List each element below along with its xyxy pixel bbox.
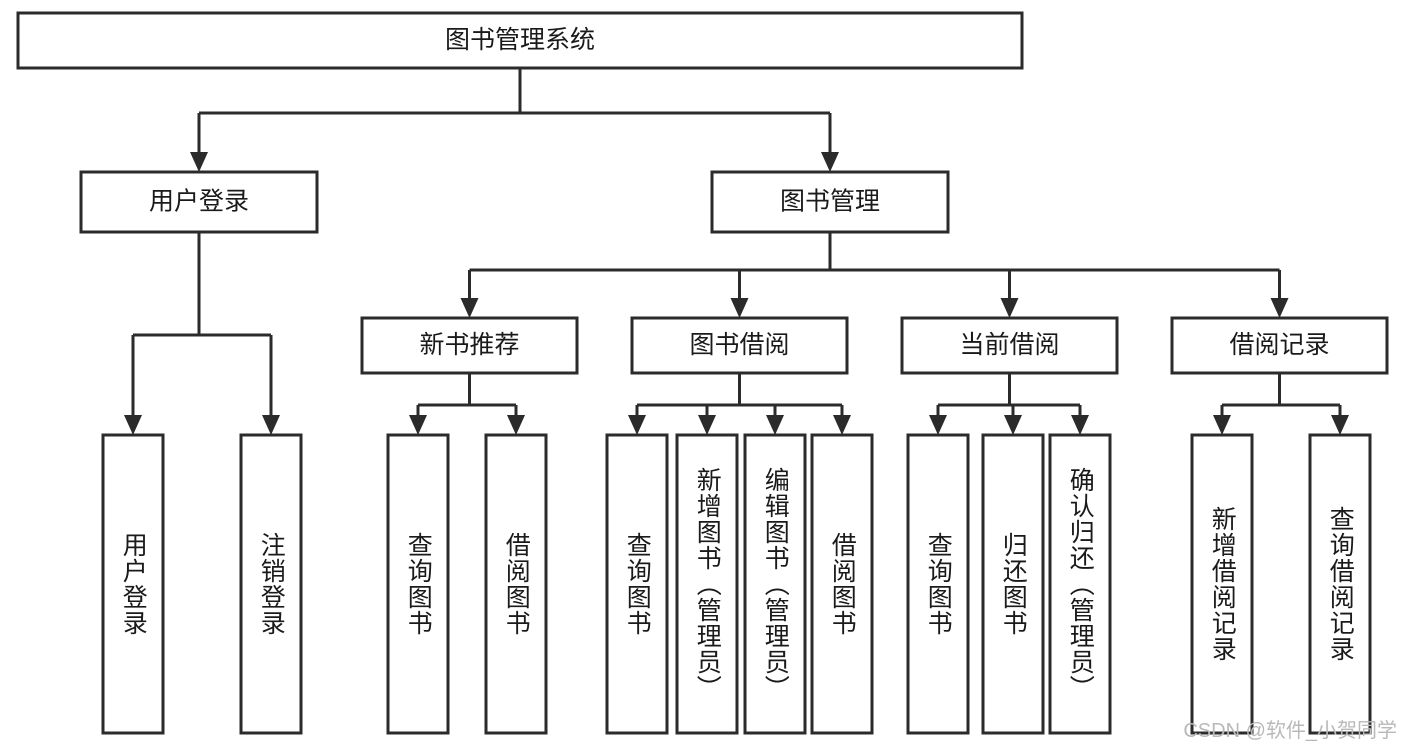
- node-box: [360, 316, 579, 375]
- node-box: [1190, 433, 1254, 735]
- node-leaf-confirm-return[interactable]: [1048, 433, 1112, 735]
- node-box: [810, 433, 874, 735]
- node-leaf-query-record[interactable]: [1308, 433, 1372, 735]
- node-label: 图书管理: [780, 188, 880, 216]
- node-leaf-return-book[interactable]: [981, 433, 1045, 735]
- edge-layer: [124, 68, 1349, 435]
- node-box: [981, 433, 1045, 735]
- node-leaf-query-book-1[interactable]: [386, 433, 450, 735]
- node-box: [386, 433, 450, 735]
- node-leaf-user-login[interactable]: [101, 433, 165, 735]
- node-book-manage[interactable]: 图书管理: [710, 170, 950, 234]
- node-leaf-query-book-3[interactable]: [906, 433, 970, 735]
- node-label: 借阅记录: [1229, 331, 1329, 359]
- node-box: [101, 433, 165, 735]
- node-box: [1048, 433, 1112, 735]
- node-root[interactable]: 图书管理系统: [16, 11, 1024, 70]
- node-new-book-rec[interactable]: 新书推荐: [360, 316, 579, 375]
- node-label: 当前借阅: [959, 331, 1059, 359]
- node-leaf-edit-book[interactable]: [743, 433, 807, 735]
- node-label: 新书推荐: [419, 331, 519, 359]
- node-box: [900, 316, 1119, 375]
- node-box: [239, 433, 303, 735]
- node-box: [16, 11, 1024, 70]
- node-box: [743, 433, 807, 735]
- node-box: [906, 433, 970, 735]
- node-leaf-borrow-book-1[interactable]: [484, 433, 548, 735]
- node-leaf-query-book-2[interactable]: [605, 433, 669, 735]
- node-label: 用户登录: [149, 188, 249, 216]
- node-user-login[interactable]: 用户登录: [79, 170, 319, 234]
- node-box: [484, 433, 548, 735]
- node-box: [605, 433, 669, 735]
- node-box: [1170, 316, 1389, 375]
- node-label: 图书借阅: [689, 331, 789, 359]
- node-label: 图书管理系统: [445, 26, 595, 54]
- node-box: [79, 170, 319, 234]
- node-box: [675, 433, 739, 735]
- node-leaf-add-book[interactable]: [675, 433, 739, 735]
- node-box: [630, 316, 849, 375]
- node-box: [710, 170, 950, 234]
- node-leaf-add-record[interactable]: [1190, 433, 1254, 735]
- node-book-borrow[interactable]: 图书借阅: [630, 316, 849, 375]
- watermark-text: CSDN @软件_小贺同学: [1183, 720, 1397, 742]
- node-current-borrow[interactable]: 当前借阅: [900, 316, 1119, 375]
- node-leaf-borrow-book-2[interactable]: [810, 433, 874, 735]
- node-leaf-logout[interactable]: [239, 433, 303, 735]
- node-borrow-record[interactable]: 借阅记录: [1170, 316, 1389, 375]
- node-box: [1308, 433, 1372, 735]
